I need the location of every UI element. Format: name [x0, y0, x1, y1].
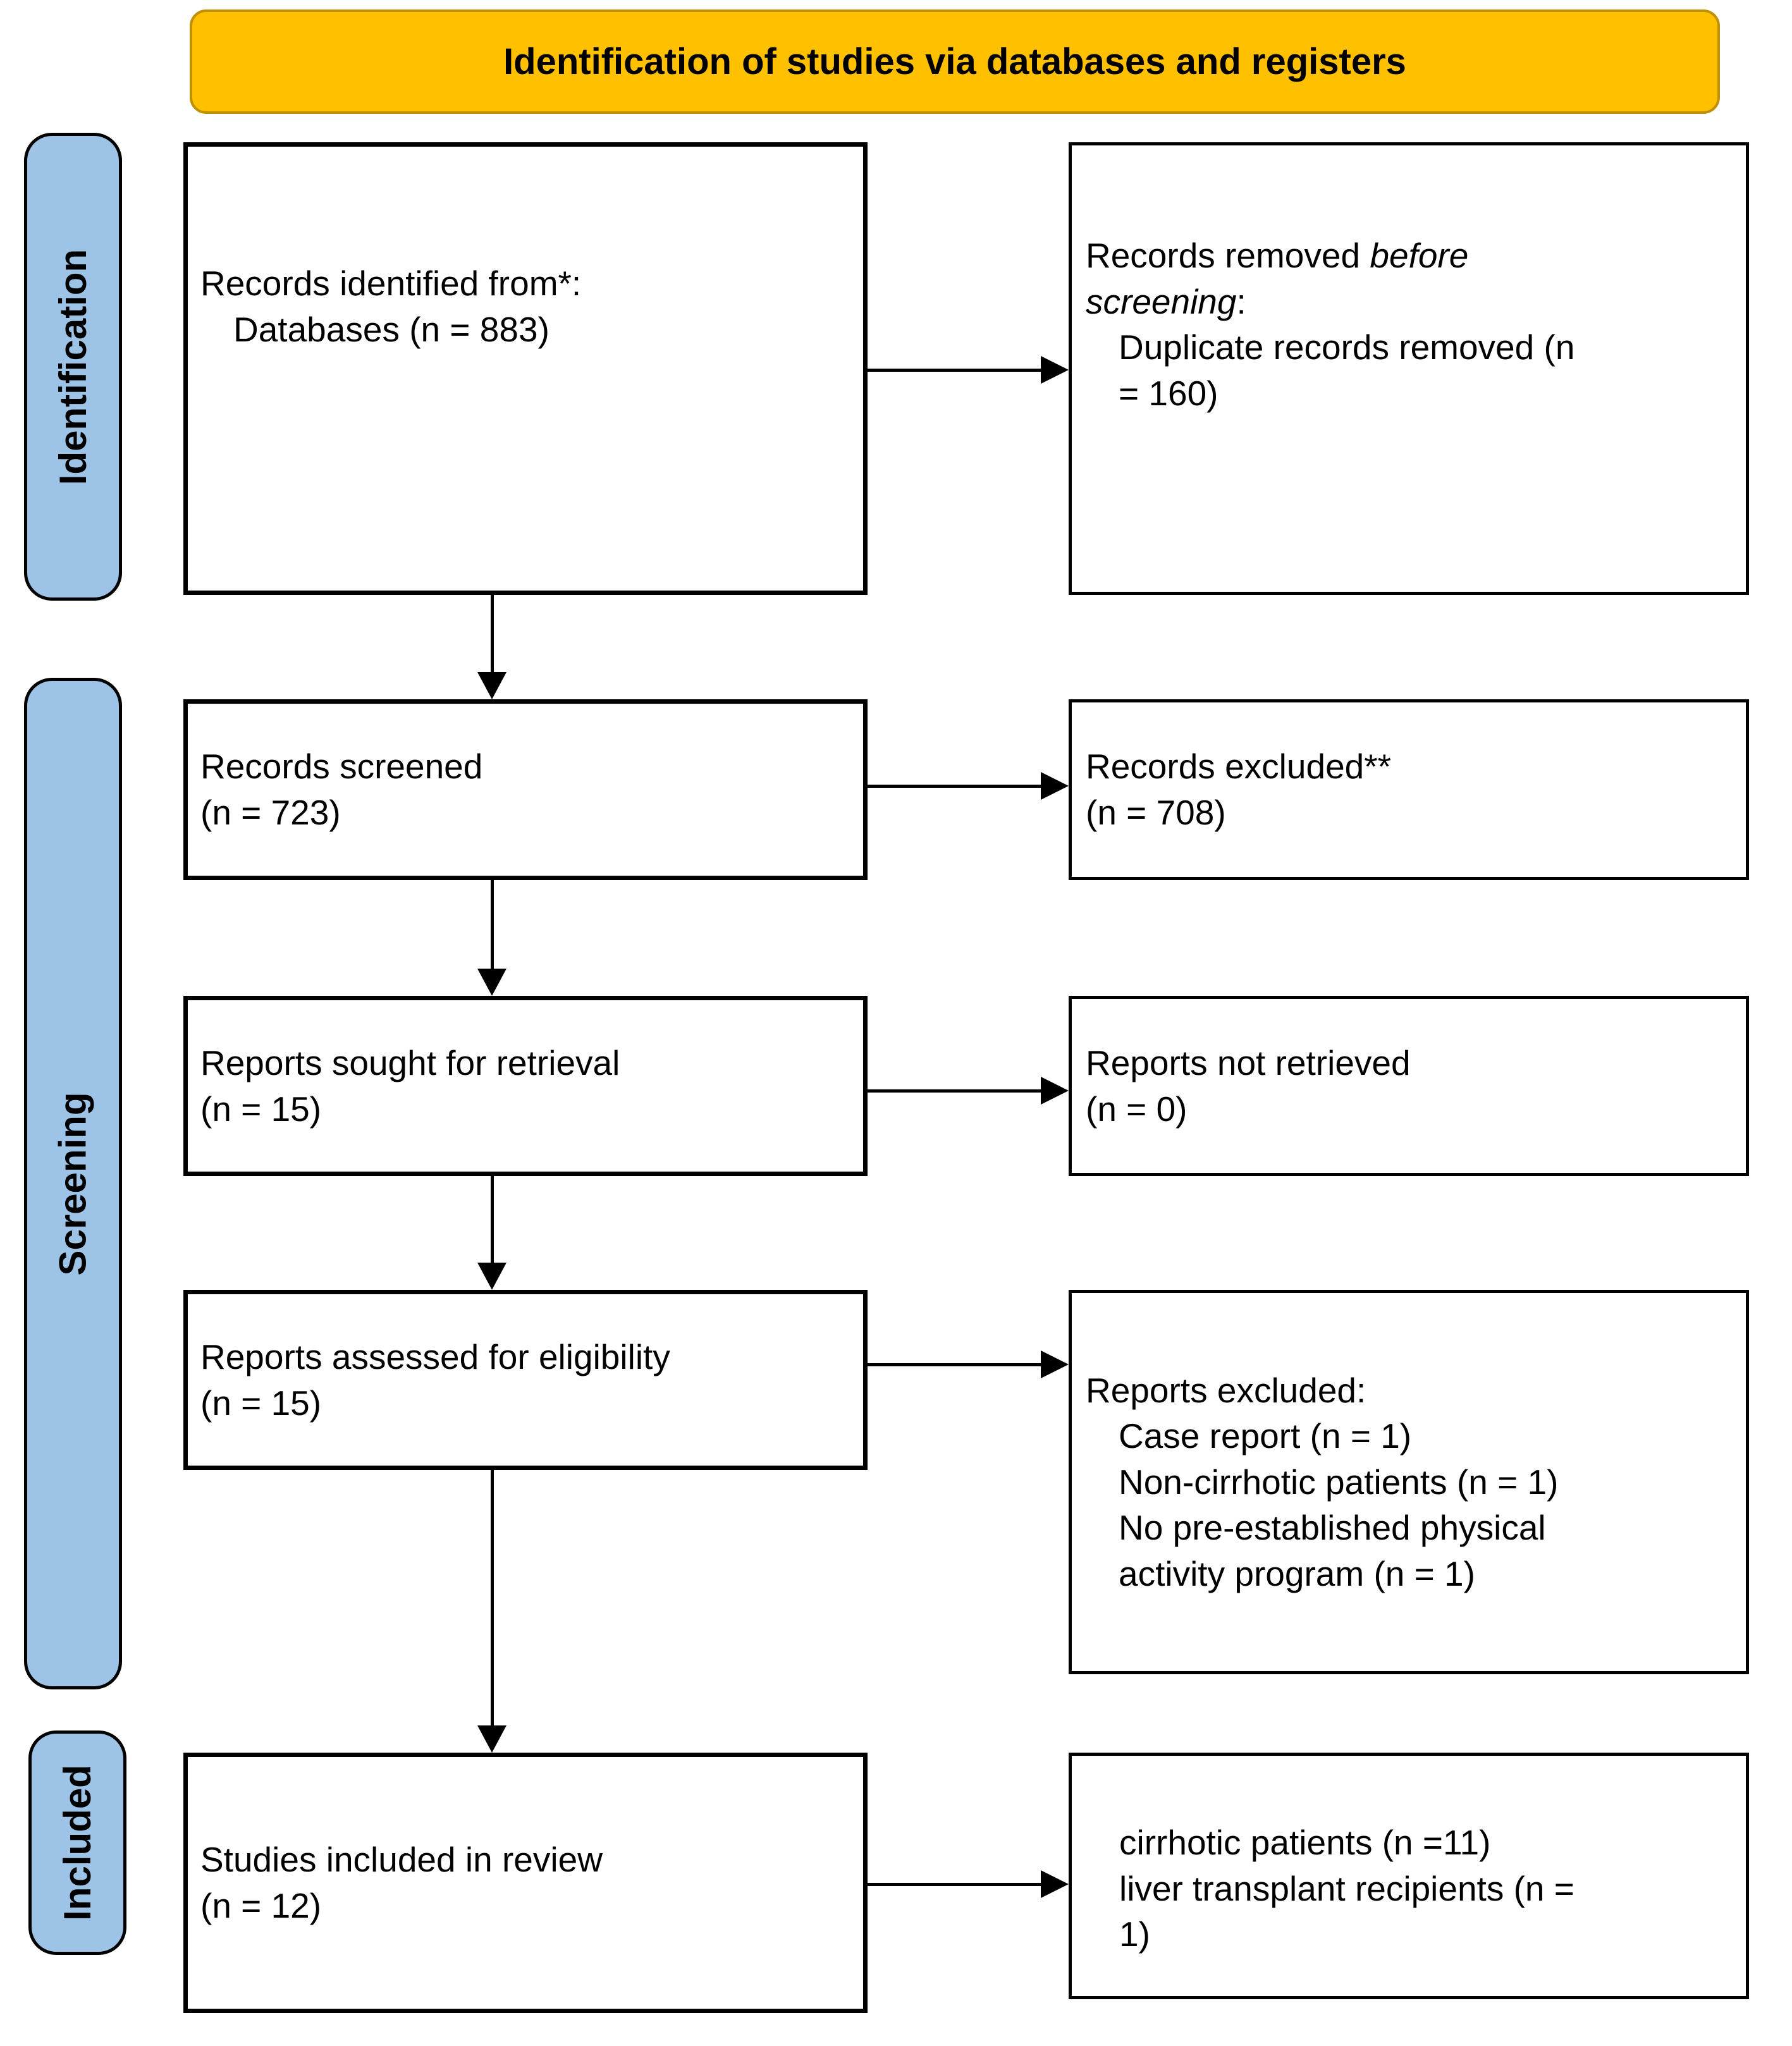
arrow-shaft	[868, 368, 1041, 372]
arrow-right-head-icon	[1041, 1870, 1069, 1898]
arrow-down-head-icon	[477, 969, 506, 996]
reports-assessed-line2: (n = 15)	[200, 1383, 322, 1423]
records-excluded-line2: (n = 708)	[1086, 793, 1226, 832]
arrow-sought-to-assessed	[477, 1176, 506, 1290]
stage-label-included: Included	[28, 1731, 126, 1955]
reports-excluded-item1: Case report (n = 1)	[1119, 1416, 1412, 1456]
arrow-right-head-icon	[1041, 1077, 1069, 1105]
arrow-assessed-to-included	[477, 1470, 506, 1753]
stage-label-screening: Screening	[24, 678, 122, 1689]
reports-excluded-item2: Non-cirrhotic patients (n = 1)	[1119, 1462, 1559, 1502]
arrow-included-to-breakdown	[868, 1870, 1069, 1898]
arrow-assessed-to-reports-excluded	[868, 1351, 1069, 1378]
records-removed-line1: Records removed before	[1086, 233, 1733, 279]
arrow-shaft	[868, 784, 1041, 788]
reports-sought-line2: (n = 15)	[200, 1089, 322, 1129]
arrow-identified-to-removed	[868, 356, 1069, 384]
reports-not-retrieved-line1: Reports not retrieved	[1086, 1043, 1411, 1082]
reports-not-retrieved-line2: (n = 0)	[1086, 1089, 1188, 1129]
included-breakdown-item2-line1: liver transplant recipients (n =	[1119, 1868, 1574, 1908]
box-records-excluded: Records excluded** (n = 708)	[1069, 699, 1749, 880]
studies-included-line2: (n = 12)	[200, 1886, 322, 1925]
records-removed-line2-colon: :	[1236, 281, 1246, 321]
box-included-breakdown: cirrhotic patients (n =11) liver transpl…	[1069, 1753, 1749, 1999]
box-reports-not-retrieved: Reports not retrieved (n = 0)	[1069, 996, 1749, 1176]
box-records-identified: Records identified from*: Databases (n =…	[183, 142, 868, 595]
records-removed-line2: screening:	[1086, 279, 1733, 325]
reports-sought-line1: Reports sought for retrieval	[200, 1043, 620, 1082]
records-excluded-line1: Records excluded**	[1086, 747, 1392, 787]
records-removed-line1-italic: before	[1370, 236, 1469, 275]
records-identified-line1: Records identified from*:	[200, 264, 582, 303]
records-removed-line1-regular: Records removed	[1086, 236, 1370, 275]
reports-excluded-item3-line1: No pre-established physical	[1119, 1508, 1546, 1548]
arrow-identified-to-screened	[477, 595, 506, 699]
banner-title-label: Identification of studies via databases …	[503, 41, 1406, 82]
arrow-right-head-icon	[1041, 1351, 1069, 1378]
stage-label-included-text: Included	[56, 1765, 99, 1921]
box-reports-sought: Reports sought for retrieval (n = 15)	[183, 996, 868, 1176]
arrow-right-head-icon	[1041, 356, 1069, 384]
arrow-shaft	[490, 1176, 494, 1263]
stage-label-identification: Identification	[24, 133, 122, 601]
arrow-screened-to-sought	[477, 880, 506, 996]
included-breakdown-item1: cirrhotic patients (n =11)	[1119, 1823, 1491, 1863]
arrow-shaft	[868, 1363, 1041, 1366]
records-removed-detail-line2: = 160)	[1119, 373, 1218, 413]
banner-title: Identification of studies via databases …	[190, 9, 1720, 114]
arrow-down-head-icon	[477, 1263, 506, 1290]
stage-label-identification-text: Identification	[52, 248, 94, 485]
records-removed-line2-italic: screening	[1086, 281, 1237, 321]
box-studies-included: Studies included in review (n = 12)	[183, 1753, 868, 2013]
stage-label-screening-text: Screening	[52, 1091, 95, 1276]
arrow-screened-to-excluded	[868, 772, 1069, 800]
reports-assessed-line1: Reports assessed for eligibility	[200, 1337, 670, 1376]
arrow-shaft	[490, 880, 494, 969]
reports-excluded-item3-line2: activity program (n = 1)	[1119, 1553, 1475, 1593]
records-identified-line2: Databases (n = 883)	[233, 309, 549, 349]
records-screened-line2: (n = 723)	[200, 793, 341, 832]
reports-excluded-title: Reports excluded:	[1086, 1370, 1366, 1410]
arrow-shaft	[868, 1089, 1041, 1093]
records-screened-line1: Records screened	[200, 747, 483, 787]
box-records-removed: Records removed before screening: Duplic…	[1069, 142, 1749, 595]
arrow-shaft	[868, 1882, 1041, 1886]
box-reports-excluded: Reports excluded: Case report (n = 1) No…	[1069, 1290, 1749, 1674]
arrow-down-head-icon	[477, 672, 506, 699]
arrow-down-head-icon	[477, 1725, 506, 1753]
studies-included-line1: Studies included in review	[200, 1840, 603, 1880]
arrow-sought-to-not-retrieved	[868, 1077, 1069, 1105]
arrow-shaft	[490, 1470, 494, 1725]
records-removed-detail-line1: Duplicate records removed (n	[1119, 328, 1575, 367]
arrow-shaft	[490, 595, 494, 672]
arrow-right-head-icon	[1041, 772, 1069, 800]
included-breakdown-item2-line2: 1)	[1119, 1914, 1150, 1954]
box-reports-assessed: Reports assessed for eligibility (n = 15…	[183, 1290, 868, 1470]
box-records-screened: Records screened (n = 723)	[183, 699, 868, 880]
